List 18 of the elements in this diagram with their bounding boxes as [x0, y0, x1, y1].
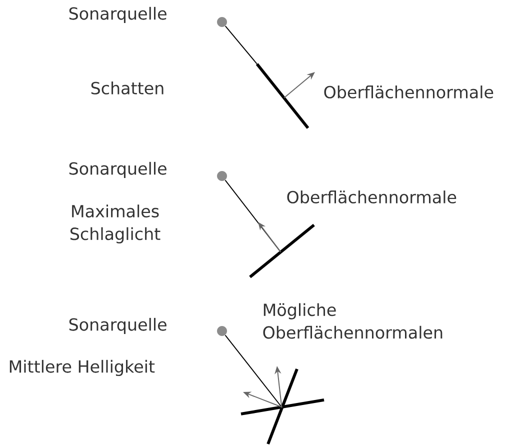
ray-line: [224, 26, 258, 64]
text-label: Sonarquelle: [69, 162, 166, 178]
text-label: Schatten: [91, 82, 164, 94]
ray-line: [224, 334, 282, 408]
sonar-source-dot: [217, 17, 227, 27]
text-label: Sonarquelle: [69, 318, 166, 334]
surface-line: [266, 368, 298, 445]
text-label: Mögliche Oberflächennormalen: [263, 303, 442, 339]
sonar-source-dot: [217, 170, 227, 181]
sonar-source-dot: [217, 326, 227, 336]
text-label: Maximales Schlaglicht: [70, 204, 160, 244]
text-label: Sonarquelle: [69, 6, 166, 24]
text-label: Oberflächennormale: [287, 190, 456, 204]
surface-line: [256, 63, 310, 129]
text-label: Mittlere Helligkeit: [10, 360, 155, 376]
surface-line: [240, 398, 324, 416]
text-label: Oberflächennormale: [324, 86, 494, 98]
surface-line: [249, 224, 315, 278]
